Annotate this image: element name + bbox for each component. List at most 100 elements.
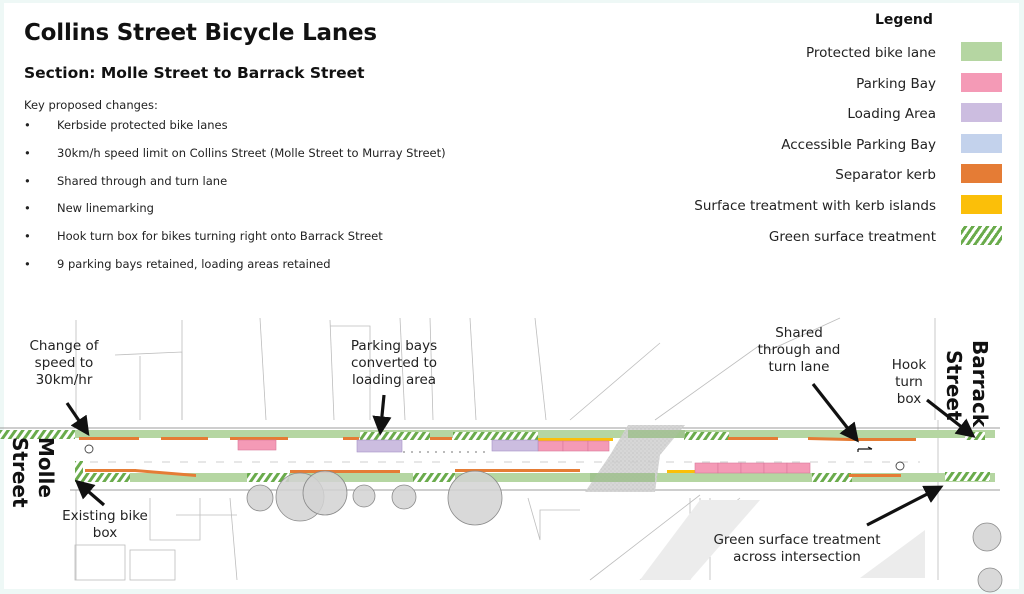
legend-label: Parking Bay: [856, 76, 936, 92]
arrow-bikebox: [74, 479, 106, 507]
legend-item-green-surface-treatment: Green surface treatment: [769, 227, 936, 247]
list-item-text: 30km/h speed limit on Collins Street (Mo…: [57, 145, 446, 160]
annotation-loading-area: Parking bays converted to loading area: [340, 338, 448, 389]
annotation-line: 30km/hr: [35, 372, 93, 388]
annotation-line: box: [896, 391, 922, 407]
turn-arrow-icon: [857, 446, 873, 452]
legend-swatch-separator-kerb: [961, 164, 1002, 183]
crossing-overlap: [590, 473, 655, 482]
annotation-line: speed to: [34, 355, 94, 371]
annotation-green-surface-intersection: Green surface treatment across intersect…: [702, 532, 892, 566]
green-surface-treatment: [413, 473, 455, 482]
street-label-barrack: Barrack: [968, 340, 992, 427]
legend-label: Green surface treatment: [768, 229, 936, 245]
bullet-icon: •: [24, 201, 31, 216]
bullet-icon: •: [24, 256, 31, 271]
annotation-line: box: [92, 525, 118, 541]
street-label-line: Molle: [34, 437, 58, 498]
annotation-arrows: [65, 383, 976, 527]
green-surface-treatment-intersection: [945, 472, 990, 481]
bullet-icon: •: [24, 173, 31, 188]
bullet-icon: •: [24, 145, 31, 160]
legend-label: Accessible Parking Bay: [781, 137, 936, 153]
protected-bike-lane-south: [75, 473, 995, 482]
legend-item-parking-bay: Parking Bay: [856, 74, 936, 94]
bullet-icon: •: [24, 229, 31, 244]
existing-bike-box: [75, 461, 83, 475]
list-item-text: Shared through and turn lane: [57, 173, 228, 188]
legend-swatch-loading-area: [961, 103, 1002, 122]
separator-kerbs-north: [79, 437, 916, 441]
legend-label: Protected bike lane: [805, 45, 936, 61]
street-label-line: Street: [942, 350, 966, 421]
list-item: • 9 parking bays retained, loading areas …: [24, 257, 446, 285]
separator-kerbs-south: [85, 469, 901, 477]
list-item: • New linemarking: [24, 201, 446, 229]
green-surface-treatment: [684, 432, 729, 440]
legend-item-loading-area: Loading Area: [847, 104, 936, 124]
arrow-green: [866, 485, 944, 527]
annotation-line: Parking bays: [350, 338, 438, 354]
legend-item-accessible-parking-bay: Accessible Parking Bay: [781, 135, 936, 155]
key-changes-heading: Key proposed changes:: [24, 98, 158, 112]
section-subtitle: Section: Molle Street to Barrack Street: [24, 64, 365, 82]
annotation-speed-change: Change of speed to 30km/hr: [22, 338, 106, 389]
list-item-text: Kerbside protected bike lanes: [57, 118, 228, 132]
arrow-hook: [926, 398, 976, 438]
crossing-overlap: [628, 430, 685, 438]
annotation-line: across intersection: [733, 549, 861, 565]
annotation-line: Shared: [775, 325, 823, 341]
legend-item-separator-kerb: Separator kerb: [835, 165, 936, 185]
legend-item-protected-bike-lane: Protected bike lane: [806, 43, 936, 63]
annotation-line: Hook: [891, 357, 927, 373]
trees: [246, 470, 1003, 593]
legend-swatch-parking-bay: [961, 73, 1002, 92]
green-surface-treatment-hook-turn-box: [965, 432, 985, 440]
legend-label: Separator kerb: [835, 167, 936, 183]
annotation-line: turn: [895, 374, 923, 390]
street-label-barrack-street: Street: [942, 350, 966, 421]
list-item-text: Hook turn box for bikes turning right on…: [57, 229, 383, 244]
green-surface-treatment: [453, 432, 538, 440]
bullet-icon: •: [24, 118, 31, 132]
street-label-line: Barrack: [968, 340, 992, 428]
arrow-speed: [65, 402, 90, 436]
arrow-loading: [372, 394, 392, 436]
legend-swatch-green-surface-treatment: [961, 226, 1002, 245]
shadow-shape: [860, 530, 925, 578]
green-surface-treatment: [360, 432, 430, 440]
shadow-shape: [640, 500, 760, 580]
list-item-text: 9 parking bays retained, loading areas r…: [57, 256, 331, 271]
annotation-line: Change of: [29, 338, 99, 354]
page-title: Collins Street Bicycle Lanes: [24, 20, 377, 46]
annotation-hook-turn-box: Hook turn box: [886, 357, 932, 408]
annotation-line: Green surface treatment: [713, 532, 881, 548]
annotation-existing-bike-box: Existing bike box: [54, 508, 156, 542]
legend-label: Surface treatment with kerb islands: [694, 198, 936, 214]
key-changes-list: • Kerbside protected bike lanes • 30km/h s…: [24, 118, 446, 285]
green-surface-treatment: [812, 473, 852, 482]
arrow-shared: [811, 383, 859, 443]
list-item: • 30km/h speed limit on Collins Street (M…: [24, 146, 446, 174]
annotation-line: turn lane: [768, 359, 830, 375]
green-surface-treatment: [75, 473, 130, 482]
street-label-molle: Molle: [34, 437, 58, 498]
parking-bays: [237, 439, 811, 474]
legend-item-surface-treatment-kerb-islands: Surface treatment with kerb islands: [694, 196, 936, 216]
green-surface-treatment: [247, 473, 289, 482]
street-label-molle-street: Street: [8, 437, 32, 508]
legend-swatch-protected-bike-lane: [961, 42, 1002, 61]
green-surface-treatment-molle: [0, 430, 75, 439]
legend-label: Loading Area: [847, 106, 936, 122]
list-item-text: New linemarking: [57, 201, 154, 216]
annotation-shared-lane: Shared through and turn lane: [750, 325, 848, 376]
annotation-line: loading area: [351, 372, 437, 388]
legend-title: Legend: [875, 12, 933, 28]
list-item: • Kerbside protected bike lanes: [24, 118, 446, 146]
legend-swatch-accessible-parking-bay: [961, 134, 1002, 153]
list-item: • Hook turn box for bikes turning right o…: [24, 229, 446, 257]
legend-swatch-surface-treatment-kerb-islands: [961, 195, 1002, 214]
annotation-line: Existing bike: [62, 508, 148, 524]
list-item: • Shared through and turn lane: [24, 174, 446, 202]
